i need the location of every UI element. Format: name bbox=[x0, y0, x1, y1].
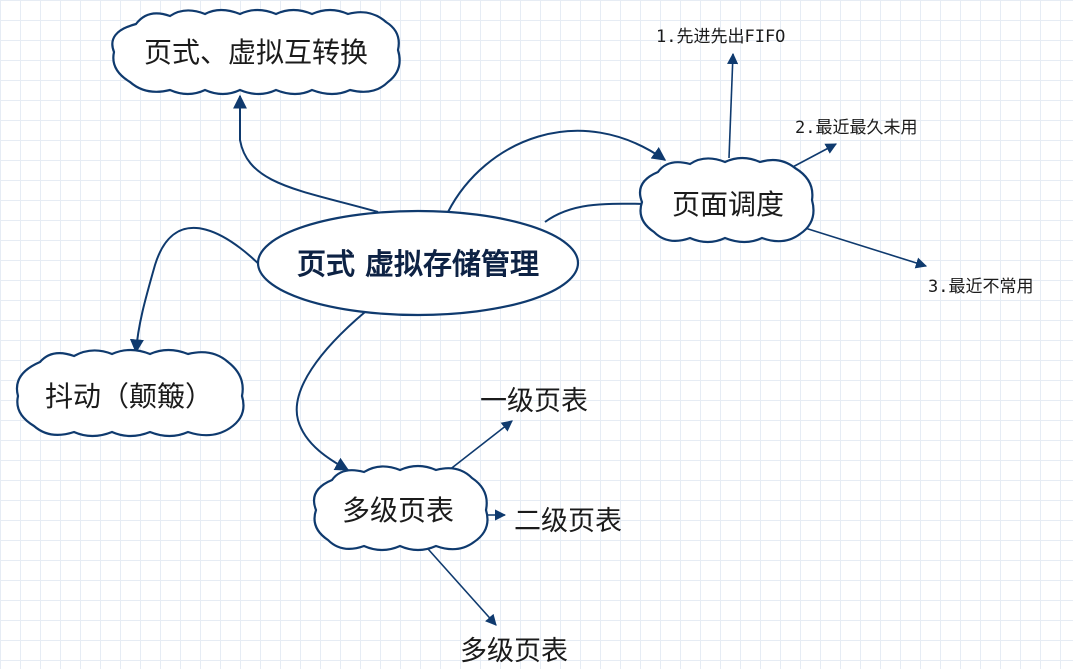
leaf-lru: 2.最近最久未用 bbox=[795, 118, 917, 138]
topic-conversion-label: 页式、虚拟互转换 bbox=[144, 36, 368, 69]
cloud-shape bbox=[312, 464, 489, 552]
cloud-shape bbox=[111, 8, 401, 96]
connector-to-multilevel bbox=[295, 311, 366, 471]
leaf-level2: 二级页表 bbox=[514, 506, 622, 537]
center-ellipse bbox=[256, 209, 580, 317]
connector-fifo bbox=[727, 52, 739, 159]
connector-lfu bbox=[804, 227, 928, 269]
leaf-fifo: 1.先进先出FIFO bbox=[656, 27, 785, 47]
cloud-shape bbox=[15, 348, 245, 438]
cloud-shape bbox=[638, 156, 815, 244]
leaf-lfu: 3.最近不常用 bbox=[928, 277, 1033, 297]
center-label: 页式 虚拟存储管理 bbox=[297, 247, 539, 281]
topic-thrashing-cloud: 抖动（颠簸） bbox=[15, 348, 245, 438]
topic-multilevel-label: 多级页表 bbox=[342, 494, 454, 527]
leaf-level1: 一级页表 bbox=[480, 386, 588, 417]
center-node: 页式 虚拟存储管理 bbox=[256, 209, 580, 317]
connector-to-scheduling-top bbox=[447, 129, 667, 213]
connector-to-conversion bbox=[233, 94, 379, 213]
leaf-multi: 多级页表 bbox=[460, 636, 568, 667]
topic-scheduling-label: 页面调度 bbox=[672, 188, 784, 221]
topic-thrashing-label: 抖动（颠簸） bbox=[45, 380, 213, 413]
connector-multi bbox=[419, 539, 497, 626]
topic-conversion-cloud: 页式、虚拟互转换 bbox=[111, 8, 401, 96]
topic-multilevel-cloud: 多级页表 bbox=[312, 464, 489, 552]
connector-to-thrashing bbox=[129, 226, 277, 354]
topic-scheduling-cloud: 页面调度 bbox=[638, 156, 815, 244]
